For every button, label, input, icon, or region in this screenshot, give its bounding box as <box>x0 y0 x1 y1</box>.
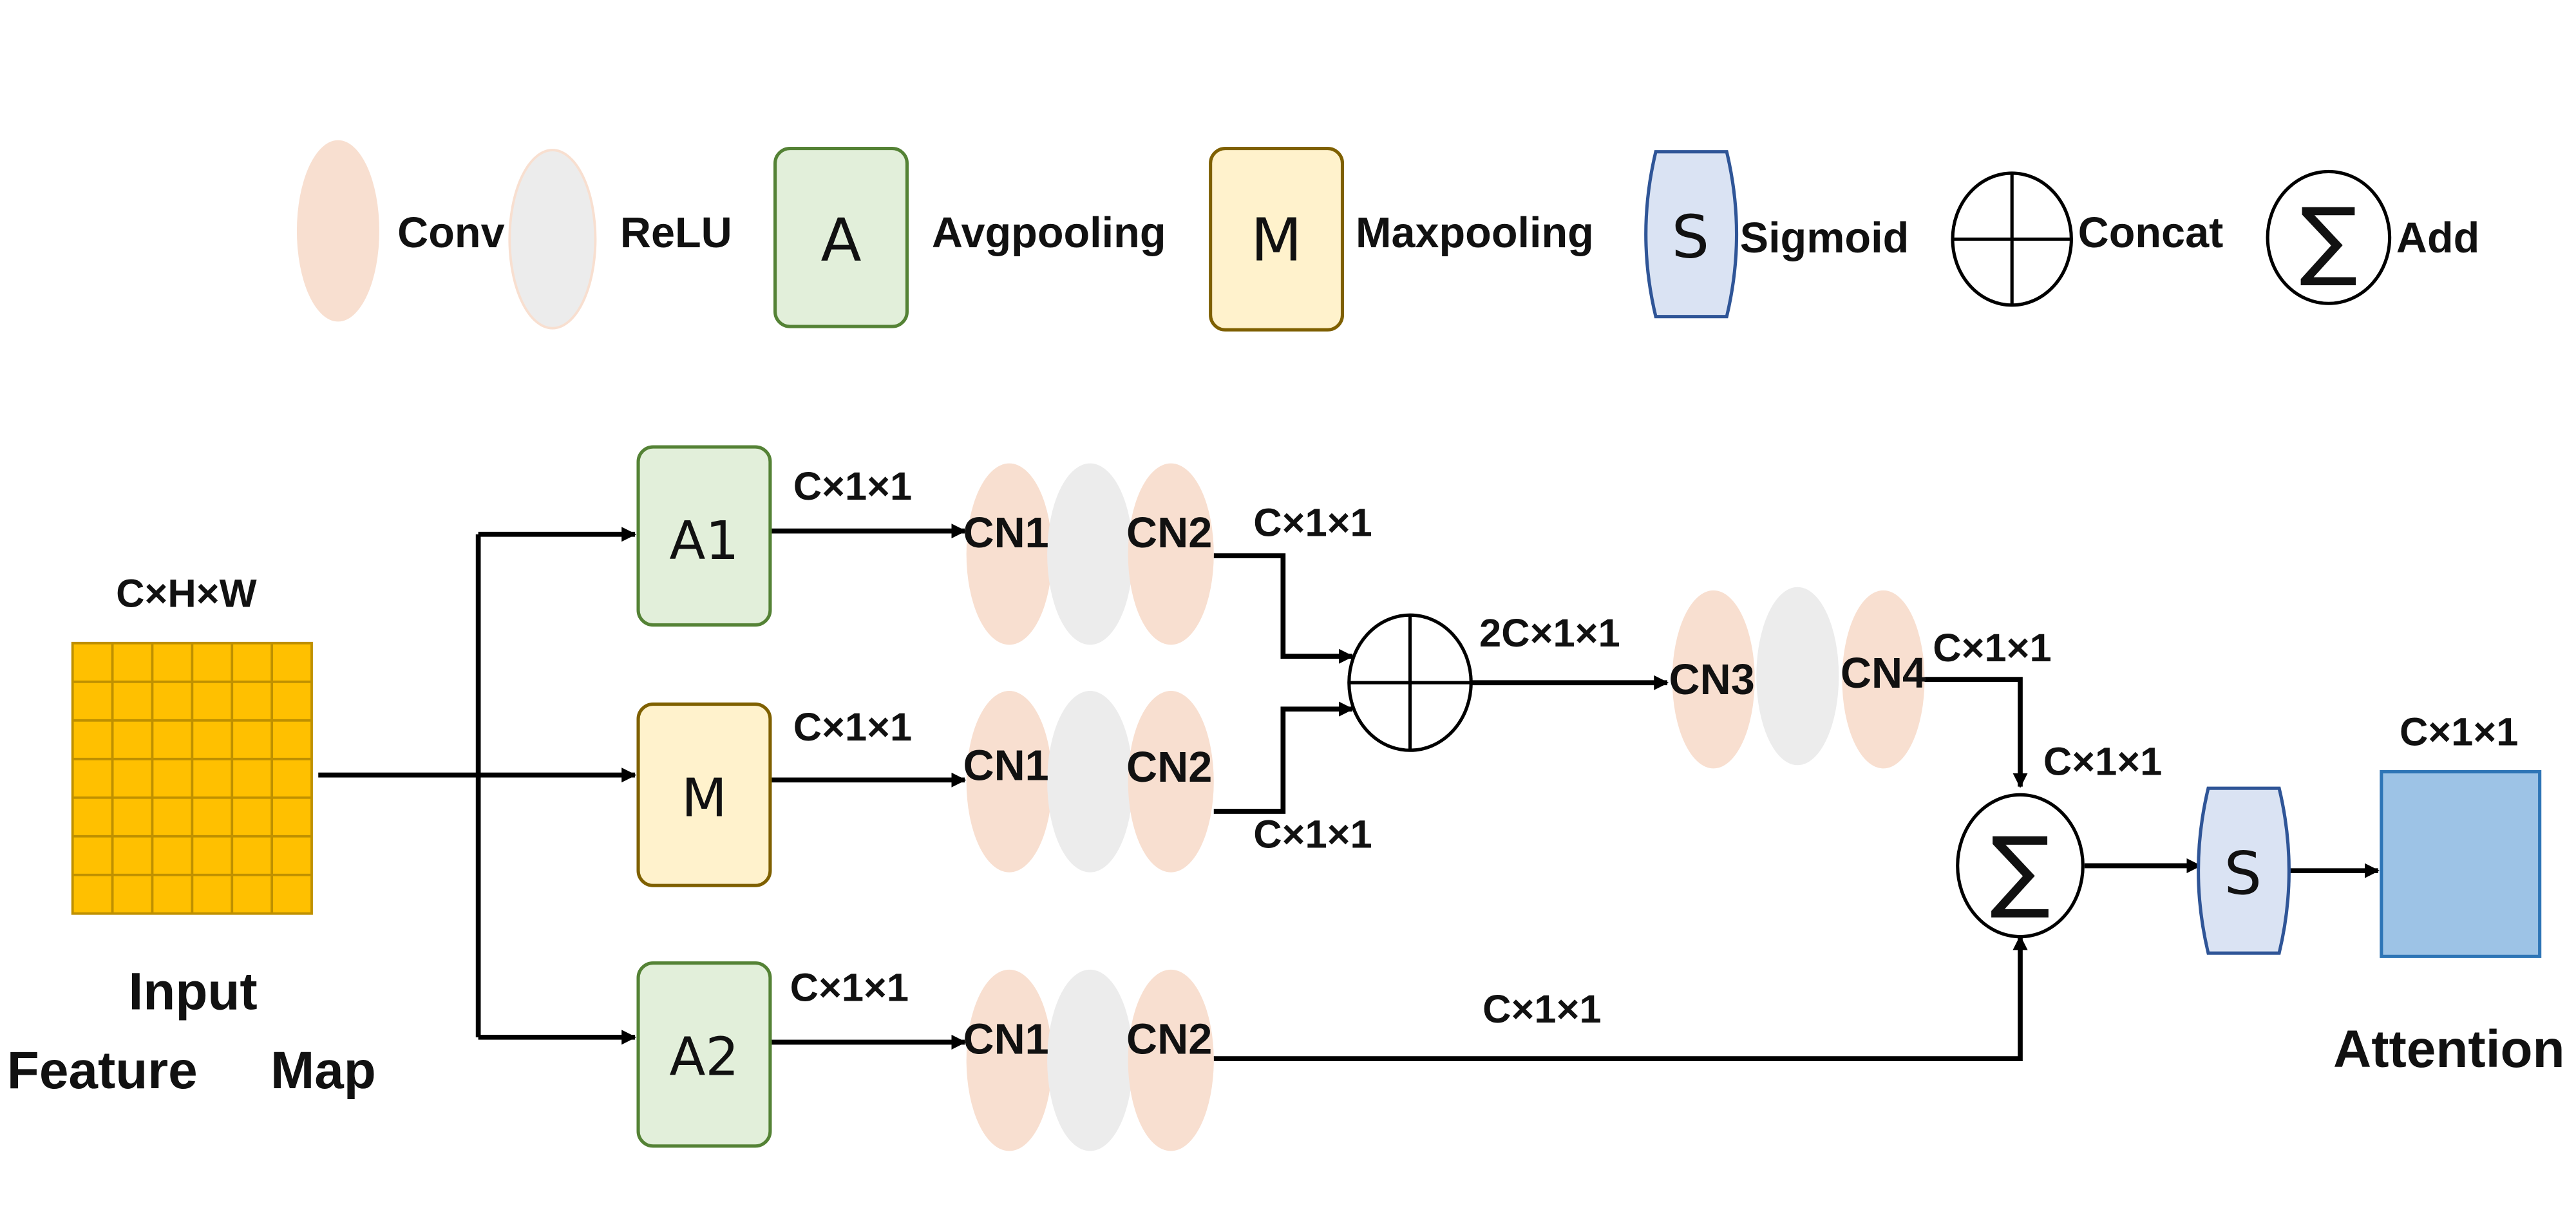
legend-relu-label: ReLU <box>620 209 732 257</box>
avgpool-a1-box <box>636 445 772 627</box>
concat-node <box>1347 613 1473 752</box>
a1-relu-shape <box>1047 463 1133 645</box>
input-feature-map <box>71 641 313 915</box>
legend-add-symbol: ∑ <box>2300 189 2358 289</box>
concat-dims: 2C×1×1 <box>1479 611 1620 656</box>
m-relu-shape <box>1047 691 1133 873</box>
legend-maxpool-symbol: M <box>1251 205 1302 275</box>
legend-sigmoid-symbol: S <box>1672 202 1710 272</box>
a2-relu-shape <box>1047 969 1133 1151</box>
a1-cn2-label: CN2 <box>1126 509 1212 557</box>
maxpool-m-label: M <box>681 768 727 829</box>
avgpool-a1-label: A1 <box>669 511 739 572</box>
legend: Conv ReLU A Avgpooling M Maxpooling S Si… <box>296 140 2479 332</box>
attention-output-map <box>2380 769 2542 958</box>
add-node-symbol: ∑ <box>1990 818 2050 921</box>
legend-avgpool-symbol: A <box>820 205 861 275</box>
legend-concat-icon <box>1951 171 2073 307</box>
avgpool-a2-label: A2 <box>669 1027 739 1088</box>
m-conv2-shape <box>1128 691 1214 873</box>
input-label-line1: Input <box>129 962 258 1021</box>
a1-pool-dims: C×1×1 <box>793 464 912 509</box>
add-in-dims: C×1×1 <box>2043 740 2162 784</box>
legend-sigmoid-shape <box>1644 150 1739 319</box>
m-pool-dims: C×1×1 <box>793 705 912 750</box>
input-label-line2-a: Feature <box>7 1041 198 1100</box>
attention-output-label: Attention <box>2333 1020 2565 1079</box>
m-out-dims: C×1×1 <box>1253 812 1372 856</box>
legend-maxpool-label: Maxpooling <box>1356 209 1594 257</box>
a2-cn2-label: CN2 <box>1126 1015 1212 1063</box>
a1-conv1-shape <box>966 463 1052 645</box>
a2-conv1-shape <box>966 969 1052 1151</box>
legend-conv-label: Conv <box>397 209 504 257</box>
legend-avgpool-box <box>773 146 909 328</box>
legend-conv-shape <box>296 140 379 322</box>
legend-concat-label: Concat <box>2078 209 2224 257</box>
legend-relu-shape <box>508 149 597 330</box>
cn3-label: CN3 <box>1669 656 1755 704</box>
legend-maxpool-box <box>1209 146 1345 332</box>
a1-out-dims: C×1×1 <box>1253 500 1372 545</box>
a1-conv2-shape <box>1128 463 1214 645</box>
input-label-line2-b: Map <box>270 1041 376 1100</box>
output-dims: C×1×1 <box>2400 710 2518 755</box>
legend-sigmoid-label: Sigmoid <box>1740 214 1909 262</box>
a1-cn1-label: CN1 <box>963 509 1049 557</box>
sigmoid-node-symbol: S <box>2224 838 2262 908</box>
legend-avgpool-label: Avgpooling <box>932 209 1166 257</box>
cn-relu-shape <box>1756 587 1839 766</box>
a2-conv2-shape <box>1128 969 1214 1151</box>
m-cn1-label: CN1 <box>963 742 1049 789</box>
a2-out-dims: C×1×1 <box>1482 987 1601 1032</box>
m-conv1-shape <box>966 691 1052 873</box>
sigmoid-node <box>2197 786 2291 955</box>
connector-lines <box>318 524 2380 1061</box>
add-node <box>1956 793 2085 939</box>
branch-m: M C×1×1 CN1 CN2 C×1×1 <box>636 691 1372 887</box>
cn4-conv-shape <box>1842 590 1925 769</box>
m-cn2-label: CN2 <box>1126 744 1212 791</box>
legend-add-shape <box>2266 169 2392 305</box>
branch-a1: A1 C×1×1 CN1 CN2 C×1×1 <box>636 445 1372 645</box>
cn4-dims: C×1×1 <box>1933 626 2051 670</box>
input-dims-label: C×H×W <box>116 571 256 616</box>
cn3-conv-shape <box>1672 590 1755 769</box>
legend-add-label: Add <box>2396 214 2479 262</box>
maxpool-m-box <box>636 702 772 887</box>
a2-cn1-label: CN1 <box>963 1015 1049 1063</box>
branch-a2: A2 C×1×1 CN1 CN2 C×1×1 <box>636 961 1602 1151</box>
a2-pool-dims: C×1×1 <box>790 965 909 1010</box>
cn4-label: CN4 <box>1841 650 1926 697</box>
avgpool-a2-box <box>636 961 772 1148</box>
